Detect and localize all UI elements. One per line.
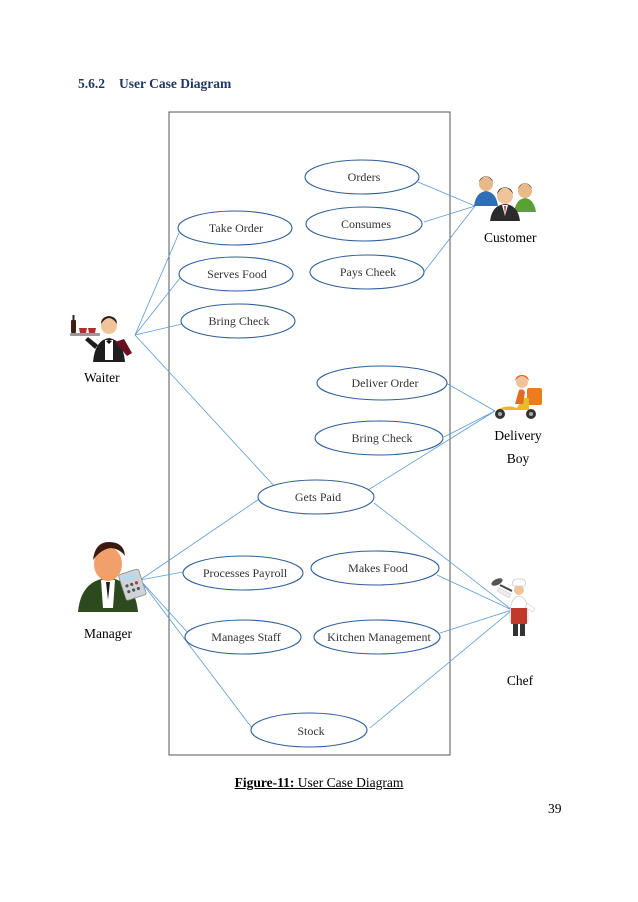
assoc-chef-stock (369, 609, 513, 729)
figure-caption-text: User Case Diagram (294, 775, 404, 790)
use-case-gets-paid-label: Gets Paid (295, 490, 341, 504)
use-case-take-order: Take Order (177, 210, 293, 246)
assoc-customer-consumes (423, 205, 476, 223)
use-case-kitchen-management: Kitchen Management (313, 619, 441, 655)
assoc-delivery-bring-check (443, 410, 496, 438)
use-case-stock: Stock (250, 712, 368, 748)
assoc-manager-stock (139, 579, 253, 729)
customer-icon (474, 176, 536, 221)
waiter-label: Waiter (84, 370, 120, 385)
manager-icon (78, 542, 147, 612)
waiter-icon (70, 315, 132, 362)
assoc-waiter-bring-check (134, 323, 183, 336)
assoc-waiter-gets-paid (134, 334, 277, 489)
use-case-makes-food: Makes Food (310, 550, 440, 586)
assoc-customer-pays (423, 205, 476, 273)
manager-label: Manager (84, 626, 132, 641)
use-case-serves-food: Serves Food (178, 256, 294, 292)
delivery-boy-icon (495, 375, 542, 419)
assoc-customer-orders (417, 181, 476, 207)
figure-caption: Figure-11: User Case Diagram (0, 775, 638, 791)
use-case-deliver-order: Deliver Order (316, 365, 448, 401)
chef-icon (491, 578, 536, 636)
use-case-orders: Orders (304, 159, 420, 195)
page-number: 39 (548, 801, 562, 816)
use-case-manages-staff: Manages Staff (184, 619, 302, 655)
use-case-processes-payroll: Processes Payroll (182, 555, 304, 591)
use-case-processes-payroll-label: Processes Payroll (203, 566, 288, 580)
use-case-consumes-label: Consumes (341, 217, 391, 231)
use-case-manages-staff-label: Manages Staff (211, 630, 280, 644)
assoc-chef-kitchen (439, 609, 513, 634)
use-case-bring-check-waiter: Bring Check (180, 303, 296, 339)
customer-label: Customer (484, 230, 537, 245)
use-case-bring-check-delivery-label: Bring Check (352, 431, 413, 445)
assoc-delivery-deliver-order (445, 382, 496, 412)
use-case-bring-check-delivery: Bring Check (314, 420, 444, 456)
use-case-consumes: Consumes (305, 206, 423, 242)
section-heading: 5.6.2 User Case Diagram (78, 76, 231, 92)
assoc-manager-manages-staff (139, 579, 190, 635)
section-title: User Case Diagram (119, 76, 232, 91)
assoc-manager-payroll (139, 571, 184, 581)
use-case-stock-label: Stock (297, 724, 324, 738)
chef-label: Chef (506, 673, 534, 688)
assoc-chef-makes-food (436, 574, 513, 611)
delivery-boy-label-line1: Delivery (494, 428, 542, 443)
assoc-delivery-gets-paid (367, 410, 496, 491)
assoc-waiter-take-order (134, 232, 180, 336)
delivery-boy-label-line2: Boy (506, 451, 530, 466)
use-case-bring-check-waiter-label: Bring Check (209, 314, 270, 328)
figure-caption-prefix: Figure-11: (234, 775, 295, 790)
association-lines (134, 181, 513, 729)
use-case-gets-paid: Gets Paid (257, 479, 375, 515)
use-case-pays-check: Pays Cheek (309, 254, 425, 290)
use-case-kitchen-management-label: Kitchen Management (327, 630, 431, 644)
use-case-orders-label: Orders (348, 170, 381, 184)
assoc-manager-gets-paid (139, 494, 266, 581)
use-case-serves-food-label: Serves Food (207, 267, 267, 281)
assoc-chef-gets-paid (373, 502, 513, 611)
section-number: 5.6.2 (78, 76, 105, 91)
use-case-makes-food-label: Makes Food (348, 561, 408, 575)
assoc-waiter-serves-food (134, 277, 181, 336)
use-case-take-order-label: Take Order (209, 221, 263, 235)
use-case-deliver-order-label: Deliver Order (352, 376, 419, 390)
use-case-pays-check-label: Pays Cheek (340, 265, 396, 279)
